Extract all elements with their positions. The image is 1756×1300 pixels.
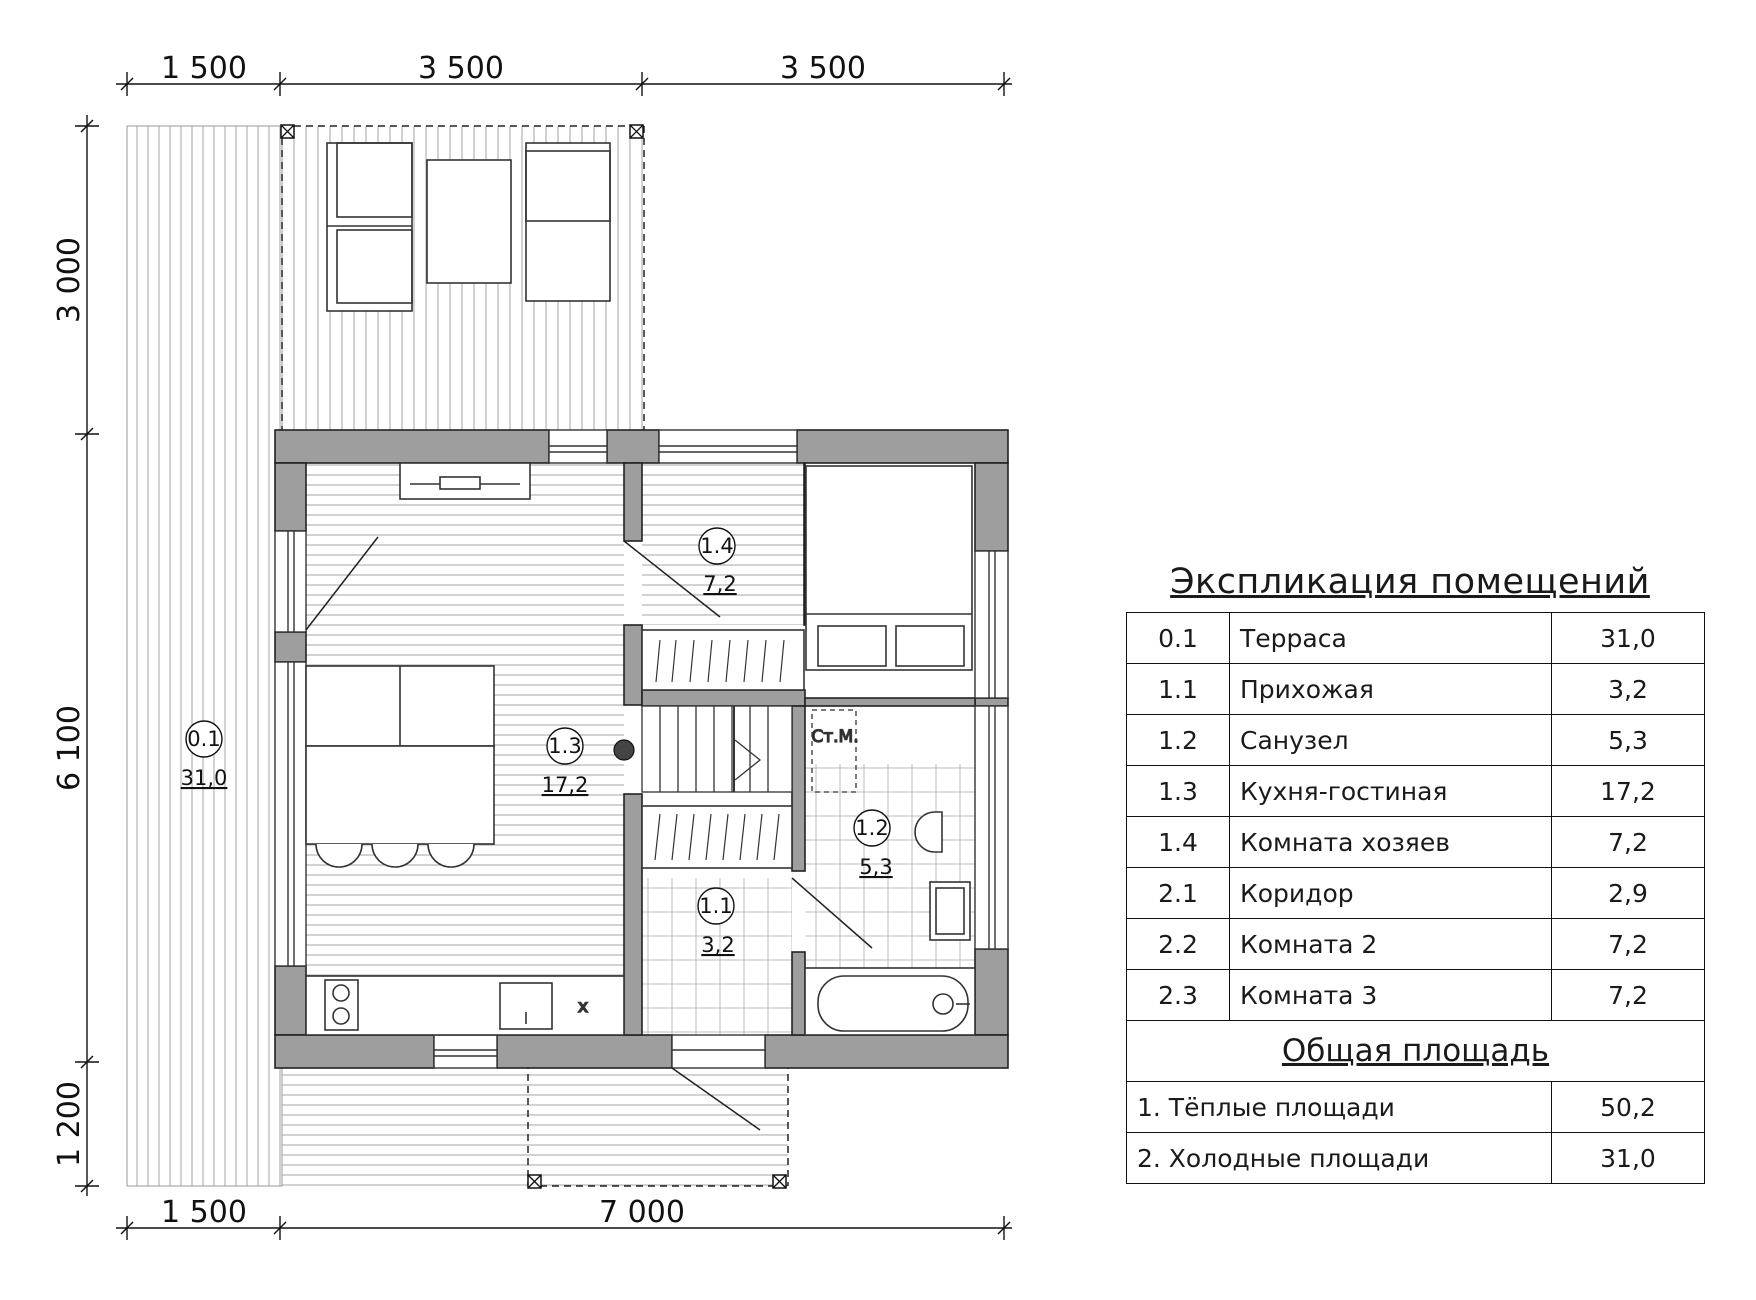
dimension-top xyxy=(116,72,1012,96)
stm-label: Ст.М. xyxy=(811,727,858,747)
room-area: 2,9 xyxy=(1551,867,1705,919)
room-area: 7,2 xyxy=(703,572,736,596)
total-name: 1. Тёплые площади xyxy=(1126,1081,1552,1133)
room-area: 5,3 xyxy=(1551,714,1705,766)
room-number: 0.1 xyxy=(187,727,220,751)
room-area: 3,2 xyxy=(1551,663,1705,715)
room-code: 1.3 xyxy=(1126,765,1230,817)
total-title-row: Общая площадь xyxy=(1126,1020,1705,1082)
room-name: Прихожая xyxy=(1229,663,1552,715)
dim-top-1: 1 500 xyxy=(161,51,247,86)
room-code: 1.4 xyxy=(1126,816,1230,868)
dim-bottom-1: 1 500 xyxy=(161,1195,247,1230)
bedroom-furniture xyxy=(641,465,973,691)
room-code: 2.1 xyxy=(1126,867,1230,919)
dim-bottom-2: 7 000 xyxy=(599,1195,685,1230)
total-area: 31,0 xyxy=(1551,1132,1705,1184)
room-area: 7,2 xyxy=(1551,918,1705,970)
room-number: 1.1 xyxy=(699,894,732,918)
dim-left-1: 3 000 xyxy=(52,237,87,323)
room-code: 2.2 xyxy=(1126,918,1230,970)
walls xyxy=(274,429,1009,1069)
room-area: 3,2 xyxy=(701,933,734,957)
room-area: 31,0 xyxy=(1551,612,1705,664)
dim-left-3: 1 200 xyxy=(52,1081,87,1167)
room-label-1-3: 1.3 17,2 xyxy=(542,727,589,797)
room-area: 17,2 xyxy=(542,773,589,797)
room-label-1-4: 1.4 7,2 xyxy=(698,527,737,596)
room-name: Комната 2 xyxy=(1229,918,1552,970)
closet xyxy=(641,805,793,869)
room-code: 2.3 xyxy=(1126,969,1230,1021)
room-name: Санузел xyxy=(1229,714,1552,766)
legend-title: Экспликация помещений xyxy=(1170,562,1650,602)
kitchen-living-furniture: x xyxy=(305,462,625,1036)
outdoor-furniture xyxy=(326,142,611,312)
dimension-left xyxy=(75,115,99,1196)
terrace-bottom xyxy=(282,1062,789,1189)
room-number: 1.2 xyxy=(855,816,888,840)
room-name: Коридор xyxy=(1229,867,1552,919)
total-name: 2. Холодные площади xyxy=(1126,1132,1552,1184)
dimension-bottom xyxy=(116,1216,1012,1240)
stairs: Ст.М. xyxy=(641,705,859,793)
room-label-1-2: 1.2 5,3 xyxy=(853,809,893,879)
room-label-0-1: 0.1 31,0 xyxy=(181,720,228,790)
room-code: 1.1 xyxy=(1126,663,1230,715)
doors xyxy=(305,536,873,1131)
windows xyxy=(274,429,1009,1069)
room-name: Кухня-гостиная xyxy=(1229,765,1552,817)
svg-text:x: x xyxy=(578,997,588,1017)
room-area: 31,0 xyxy=(181,766,228,790)
room-area: 7,2 xyxy=(1551,969,1705,1021)
column-marker xyxy=(613,739,635,761)
room-code: 0.1 xyxy=(1126,612,1230,664)
room-area: 5,3 xyxy=(859,855,892,879)
room-number: 1.3 xyxy=(548,734,581,758)
room-label-1-1: 1.1 3,2 xyxy=(697,887,735,957)
room-name: Комната хозяев xyxy=(1229,816,1552,868)
terrace-top xyxy=(280,124,645,430)
total-area: 50,2 xyxy=(1551,1081,1705,1133)
dim-left-2: 6 100 xyxy=(52,705,87,791)
room-number: 1.4 xyxy=(700,534,733,558)
room-name: Комната 3 xyxy=(1229,969,1552,1021)
room-area: 7,2 xyxy=(1551,816,1705,868)
room-name: Терраса xyxy=(1229,612,1552,664)
room-area: 17,2 xyxy=(1551,765,1705,817)
terrace-left xyxy=(126,125,283,1187)
total-title: Общая площадь xyxy=(1126,1020,1705,1082)
bathroom-fixtures xyxy=(804,811,976,1036)
dim-top-2: 3 500 xyxy=(418,51,504,86)
room-code: 1.2 xyxy=(1126,714,1230,766)
dim-top-3: 3 500 xyxy=(780,51,866,86)
